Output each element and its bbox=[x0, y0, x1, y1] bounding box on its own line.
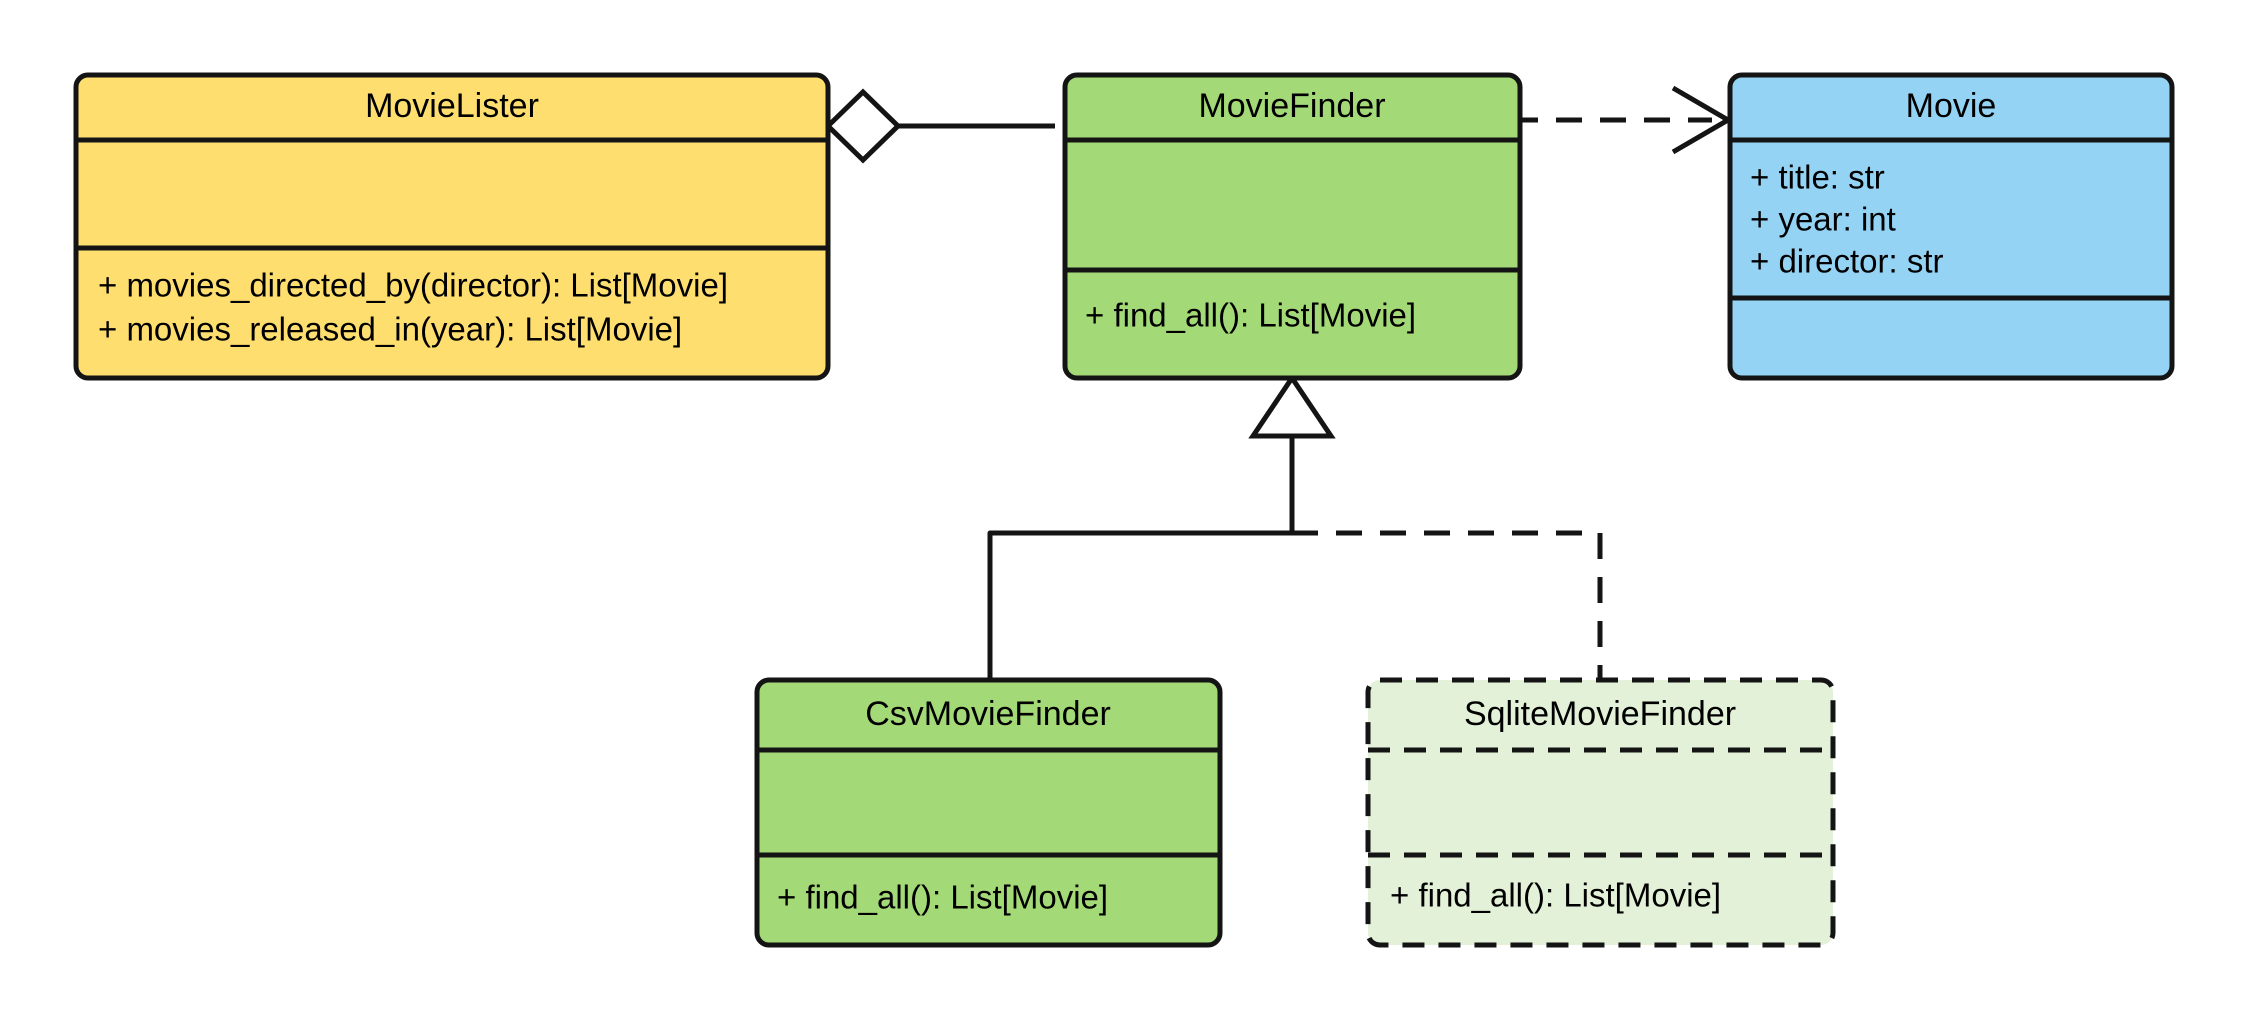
class-box-movie-lister[interactable]: MovieLister + movies_directed_by(directo… bbox=[73, 72, 831, 381]
hollow-triangle-icon bbox=[1248, 373, 1336, 439]
class-box-movie-finder[interactable]: MovieFinder + find_all(): List[Movie] bbox=[1062, 72, 1523, 381]
relationship-generalization-csv-finder bbox=[987, 432, 1295, 680]
movie-lister-method-0: + movies_directed_by(director): List[Mov… bbox=[98, 267, 728, 304]
sqlite-movie-finder-title: SqliteMovieFinder bbox=[1464, 695, 1736, 733]
relationship-dependency-finder-movie bbox=[1512, 85, 1733, 155]
sqlite-movie-finder-frame[interactable] bbox=[1365, 677, 1836, 948]
class-box-sqlite-movie-finder[interactable]: SqliteMovieFinder + find_all(): List[Mov… bbox=[1365, 677, 1836, 948]
movie-finder-title: MovieFinder bbox=[1198, 87, 1385, 125]
csv-movie-finder-method-0: + find_all(): List[Movie] bbox=[777, 879, 1108, 916]
movie-lister-title: MovieLister bbox=[365, 87, 539, 125]
movie-attribute-1: + year: int bbox=[1750, 201, 1896, 238]
sqlite-movie-finder-method-0: + find_all(): List[Movie] bbox=[1390, 877, 1721, 914]
csv-movie-finder-title: CsvMovieFinder bbox=[865, 695, 1111, 733]
movie-frame[interactable] bbox=[1727, 72, 2175, 381]
movie-attribute-2: + director: str bbox=[1750, 243, 1943, 280]
generalization-line-csv bbox=[987, 432, 1295, 680]
movie-lister-method-1: + movies_released_in(year): List[Movie] bbox=[98, 311, 682, 348]
class-box-csv-movie-finder[interactable]: CsvMovieFinder + find_all(): List[Movie] bbox=[754, 677, 1223, 948]
relationship-aggregation-lister-finder bbox=[824, 88, 1055, 164]
movie-attribute-0: + title: str bbox=[1750, 159, 1885, 196]
generalization-line-sqlite bbox=[1292, 530, 1603, 680]
class-box-movie[interactable]: Movie + title: str + year: int + directo… bbox=[1727, 72, 2175, 381]
movie-finder-frame[interactable] bbox=[1062, 72, 1523, 381]
movie-finder-method-0: + find_all(): List[Movie] bbox=[1085, 297, 1416, 334]
movie-lister-frame[interactable] bbox=[73, 72, 831, 381]
relationship-generalization-sqlite-finder bbox=[1292, 530, 1603, 680]
csv-movie-finder-frame[interactable] bbox=[754, 677, 1223, 948]
hollow-diamond-icon bbox=[824, 88, 902, 164]
movie-title: Movie bbox=[1906, 87, 1997, 125]
